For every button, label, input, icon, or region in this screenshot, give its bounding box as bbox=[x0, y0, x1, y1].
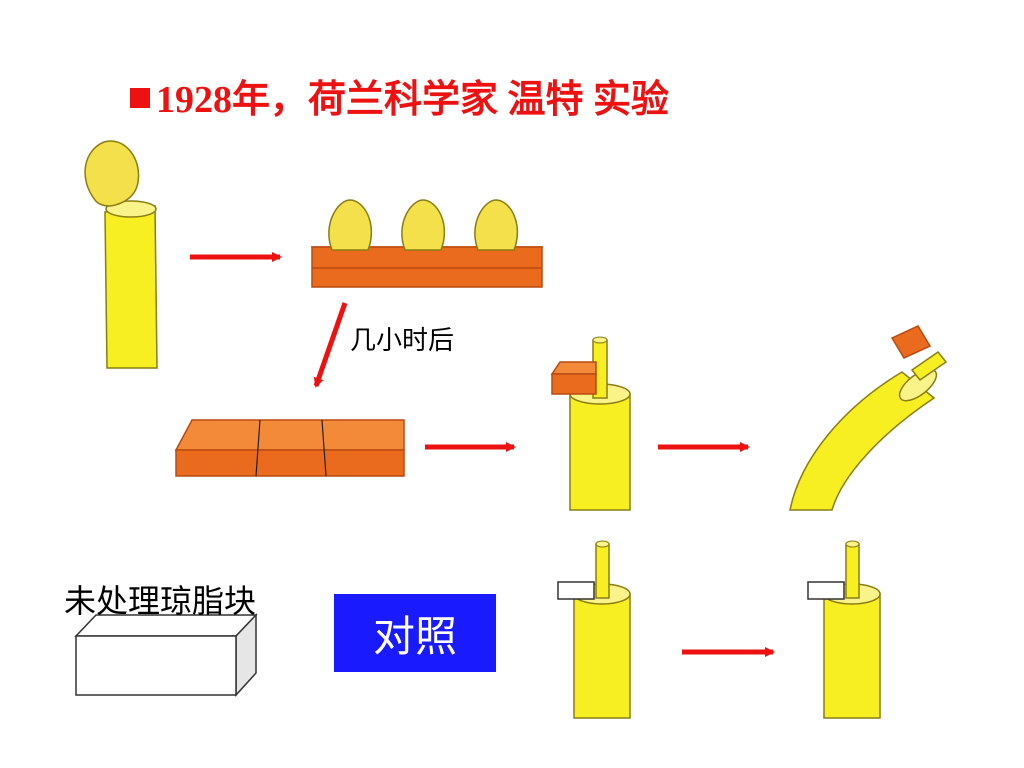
title-text: 1928年，荷兰科学家 温特 实验 bbox=[156, 79, 670, 121]
coleoptile-with-cut-tip bbox=[84, 140, 158, 369]
after-hours-label: 几小时后 bbox=[350, 326, 455, 356]
untreated-agar-block bbox=[74, 613, 258, 697]
bent-coleoptile bbox=[789, 325, 948, 511]
agar-block-cut bbox=[174, 419, 405, 477]
arrow-2 bbox=[313, 302, 348, 388]
excised-tip bbox=[84, 140, 140, 207]
square-bullet-icon bbox=[130, 88, 150, 108]
slide-title: 1928年，荷兰科学家 温特 实验 bbox=[130, 76, 669, 124]
control-stem-after bbox=[807, 540, 881, 719]
control-label-box: 对照 bbox=[334, 594, 496, 672]
control-stem-before bbox=[557, 540, 631, 719]
decapitated-stem-with-agar bbox=[550, 336, 631, 511]
agar-block-with-tips bbox=[310, 199, 544, 288]
untreated-agar-label: 未处理琼脂块 bbox=[64, 582, 257, 620]
